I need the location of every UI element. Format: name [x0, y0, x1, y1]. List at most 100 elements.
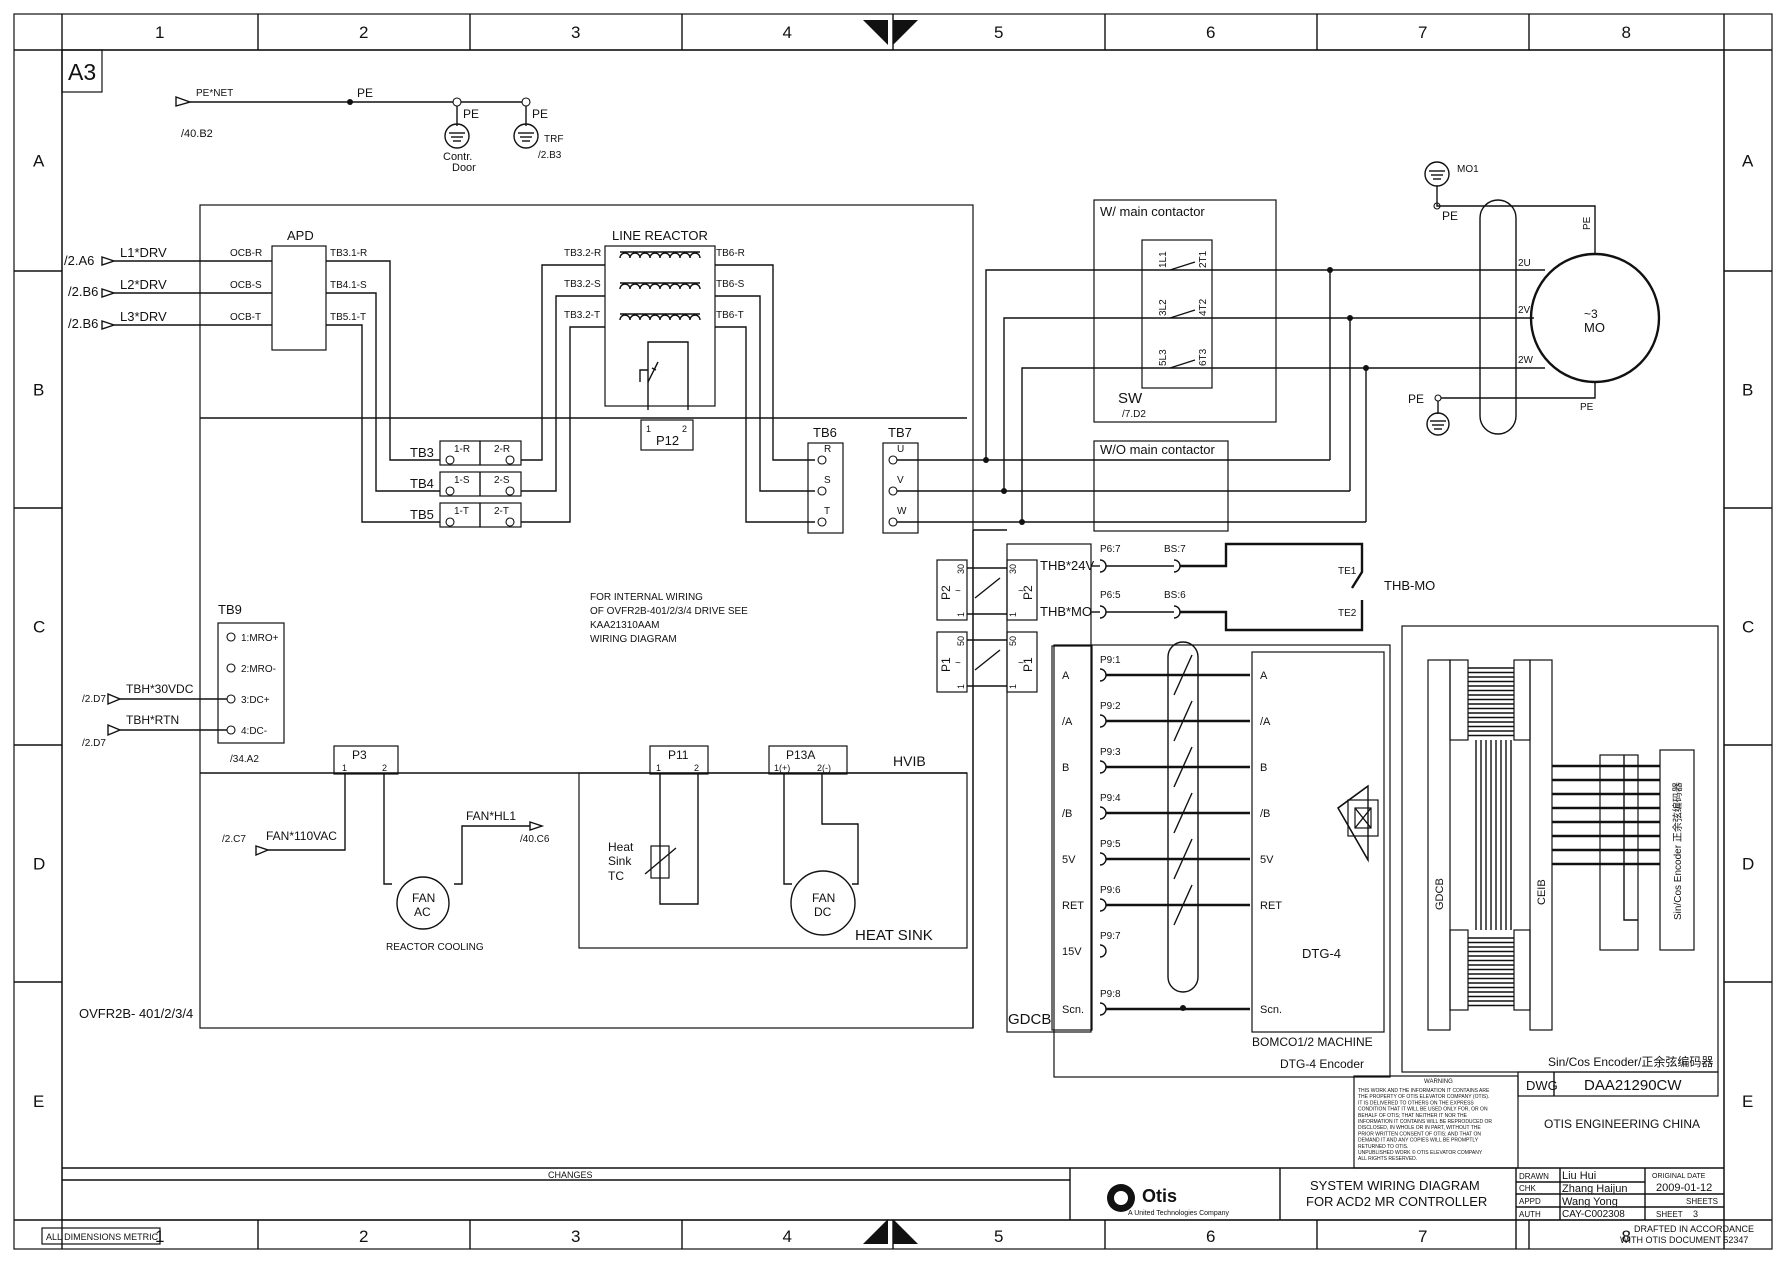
- mo1-label: MO1: [1457, 164, 1479, 175]
- appd-value: Wang Yong: [1562, 1196, 1618, 1208]
- line-reactor: LINE REACTOR TB3.2-R TB3.2-S TB3.2-T TB6…: [564, 228, 815, 523]
- supply-line-l2: L2*DRV: [120, 277, 167, 292]
- tb7-pin-u: U: [897, 444, 904, 455]
- hvib-label: HVIB: [893, 753, 926, 769]
- chk-label: CHK: [1519, 1184, 1537, 1193]
- p2-left: P2: [939, 585, 953, 600]
- changes-label: CHANGES: [548, 1170, 593, 1180]
- appd-label: APPD: [1519, 1197, 1541, 1206]
- fan-dc-2: DC: [814, 905, 832, 919]
- motor-pe-ground: PE: [1408, 392, 1424, 406]
- terminal-blocks-tb3-5: TB3 TB4 TB5 1-R 2-R 1-S 2-S 1-T 2-T: [410, 264, 605, 528]
- enc-signal-0: A: [1062, 670, 1070, 682]
- p2-pin1-r: 1: [1008, 612, 1018, 617]
- row-label-left-B: B: [33, 381, 44, 400]
- tb6-pin-t: T: [824, 506, 830, 517]
- motor-phase-w: 2W: [1518, 355, 1534, 366]
- pe-net-label: PE*NET: [196, 88, 233, 99]
- dwg-title-2: FOR ACD2 MR CONTROLLER: [1306, 1194, 1487, 1209]
- enc-pin-1: P9:2: [1100, 701, 1121, 712]
- col-label-bottom-6: 6: [1206, 1227, 1215, 1246]
- p13a-pin2: 2(-): [817, 763, 831, 773]
- apd-label: APD: [287, 228, 314, 243]
- reactor-out-t: TB6-T: [716, 310, 744, 321]
- title-block: CHANGES Otis A United Technologies Compa…: [62, 1071, 1754, 1249]
- row-label-right-A: A: [1742, 152, 1754, 171]
- drive-enclosure: OVFR2B- 401/2/3/4 HVIB FOR INTERNAL WIRI…: [79, 204, 974, 1029]
- te1-label: TE1: [1338, 566, 1357, 577]
- motor-pe-right: PE: [1582, 216, 1593, 230]
- col-label-top-1: 1: [155, 23, 164, 42]
- ocb-t: OCB-T: [230, 312, 261, 323]
- col-label-bottom-7: 7: [1418, 1227, 1427, 1246]
- col-label-top-5: 5: [994, 23, 1003, 42]
- enc-machine-signal-1: /A: [1260, 716, 1271, 728]
- warning-line-3: CONDITION THAT IT WILL BE USED ONLY FOR,…: [1358, 1107, 1488, 1113]
- drive-note-0: FOR INTERNAL WIRING: [590, 592, 703, 603]
- p1-pin1: 1: [956, 684, 966, 689]
- enc-machine-signal-4: 5V: [1260, 854, 1274, 866]
- heat-sink-tc-2: TC: [608, 869, 624, 883]
- ground1-label2: Door: [452, 162, 476, 174]
- enc-pin-2: P9:3: [1100, 747, 1121, 758]
- drafted-2: WITH OTIS DOCUMENT 52347: [1620, 1235, 1748, 1245]
- p3-pin2: 2: [382, 763, 387, 773]
- tb7-label: TB7: [888, 425, 912, 440]
- col-label-top-6: 6: [1206, 23, 1215, 42]
- enc-signal-6: 15V: [1062, 946, 1082, 958]
- tb4-pin1: 1-S: [454, 475, 470, 486]
- tb9-ref: /34.A2: [230, 754, 259, 765]
- enc-machine-signal-0: A: [1260, 670, 1268, 682]
- reactor-in-s: TB3.2-S: [564, 279, 601, 290]
- enc-machine-signal-5: RET: [1260, 900, 1282, 912]
- tb9: TB9 1:MRO+ 2:MRO- 3:DC+ 4:DC- /34.A2 TBH…: [82, 602, 285, 765]
- p3-pin1: 1: [342, 763, 347, 773]
- drive-note-3: WIRING DIAGRAM: [590, 634, 677, 645]
- ground2-label: TRF: [544, 134, 563, 145]
- col-label-top-8: 8: [1622, 23, 1631, 42]
- reactor-cooling: REACTOR COOLING: [386, 942, 484, 953]
- warning-line-8: DEMAND IT AND ANY COPIES WILL BE PROMPTL…: [1358, 1138, 1479, 1144]
- contact-4t2: 4T2: [1198, 298, 1209, 316]
- te2-label: TE2: [1338, 608, 1357, 619]
- tb5-pin2: 2-T: [494, 506, 509, 517]
- sheets-label: SHEETS: [1686, 1197, 1718, 1206]
- reactor-out-s: TB6-S: [716, 279, 745, 290]
- row-label-left-E: E: [33, 1092, 44, 1111]
- pe-ref: /40.B2: [181, 128, 213, 140]
- sw-label: SW: [1118, 390, 1143, 407]
- motor: ~3 MO 2U 2V 2W MO1 PE PE PE PE: [1330, 161, 1661, 436]
- supply-ref-2: /2.B6: [68, 316, 98, 331]
- pe-net: PE*NET PE /40.B2 PE Contr. Door PE TRF /…: [175, 86, 563, 174]
- tb9-in1-ref: /2.D7: [82, 694, 106, 705]
- contact-1l1: 1L1: [1158, 251, 1169, 268]
- fanhl-ref: /40.C6: [520, 834, 550, 845]
- enc-signal-4: 5V: [1062, 854, 1076, 866]
- p2-pin30-r: 30: [1008, 564, 1018, 574]
- contact-3l2: 3L2: [1158, 299, 1169, 316]
- encoder-section: AP9:1A/AP9:2/ABP9:3B/BP9:4/B5VP9:55VRETP…: [1051, 641, 1391, 1078]
- col-label-bottom-4: 4: [783, 1227, 792, 1246]
- drive-note-1: OF OVFR2B-401/2/3/4 DRIVE SEE: [590, 606, 748, 617]
- p2-pin30: 30: [956, 564, 966, 574]
- warning-line-6: DISCLOSED, IN WHOLE OR IN PART, WITHOUT …: [1358, 1125, 1481, 1131]
- motor-phase-v: 2V: [1518, 305, 1531, 316]
- col-label-bottom-8: 8: [1622, 1227, 1631, 1246]
- enc-signal-1: /A: [1062, 716, 1073, 728]
- sw-ref: /7.D2: [1122, 409, 1146, 420]
- ocb-r: OCB-R: [230, 248, 262, 259]
- warning-line-5: INFORMATION IT CONTAINS WILL BE REPRODUC…: [1358, 1119, 1492, 1125]
- warning-title: WARNING: [1424, 1079, 1453, 1085]
- p11-label: P11: [668, 748, 689, 762]
- contactor-without: W/O main contactor: [1100, 442, 1216, 457]
- motor-pe-bottom: PE: [1580, 402, 1594, 413]
- p13a-pin1: 1(+): [774, 763, 790, 773]
- dwg-label: DWG: [1526, 1078, 1558, 1093]
- col-label-top-3: 3: [571, 23, 580, 42]
- row-label-left-A: A: [33, 152, 45, 171]
- fans: P3 1 2 FAN*110VAC /2.C7 FAN AC FAN*HL1 /…: [222, 745, 968, 953]
- fan110-label: FAN*110VAC: [266, 829, 337, 843]
- sincos-vertical: Sin/Cos Encoder 正余弦编码器: [1671, 782, 1684, 920]
- tb6-pin-s: S: [824, 475, 831, 486]
